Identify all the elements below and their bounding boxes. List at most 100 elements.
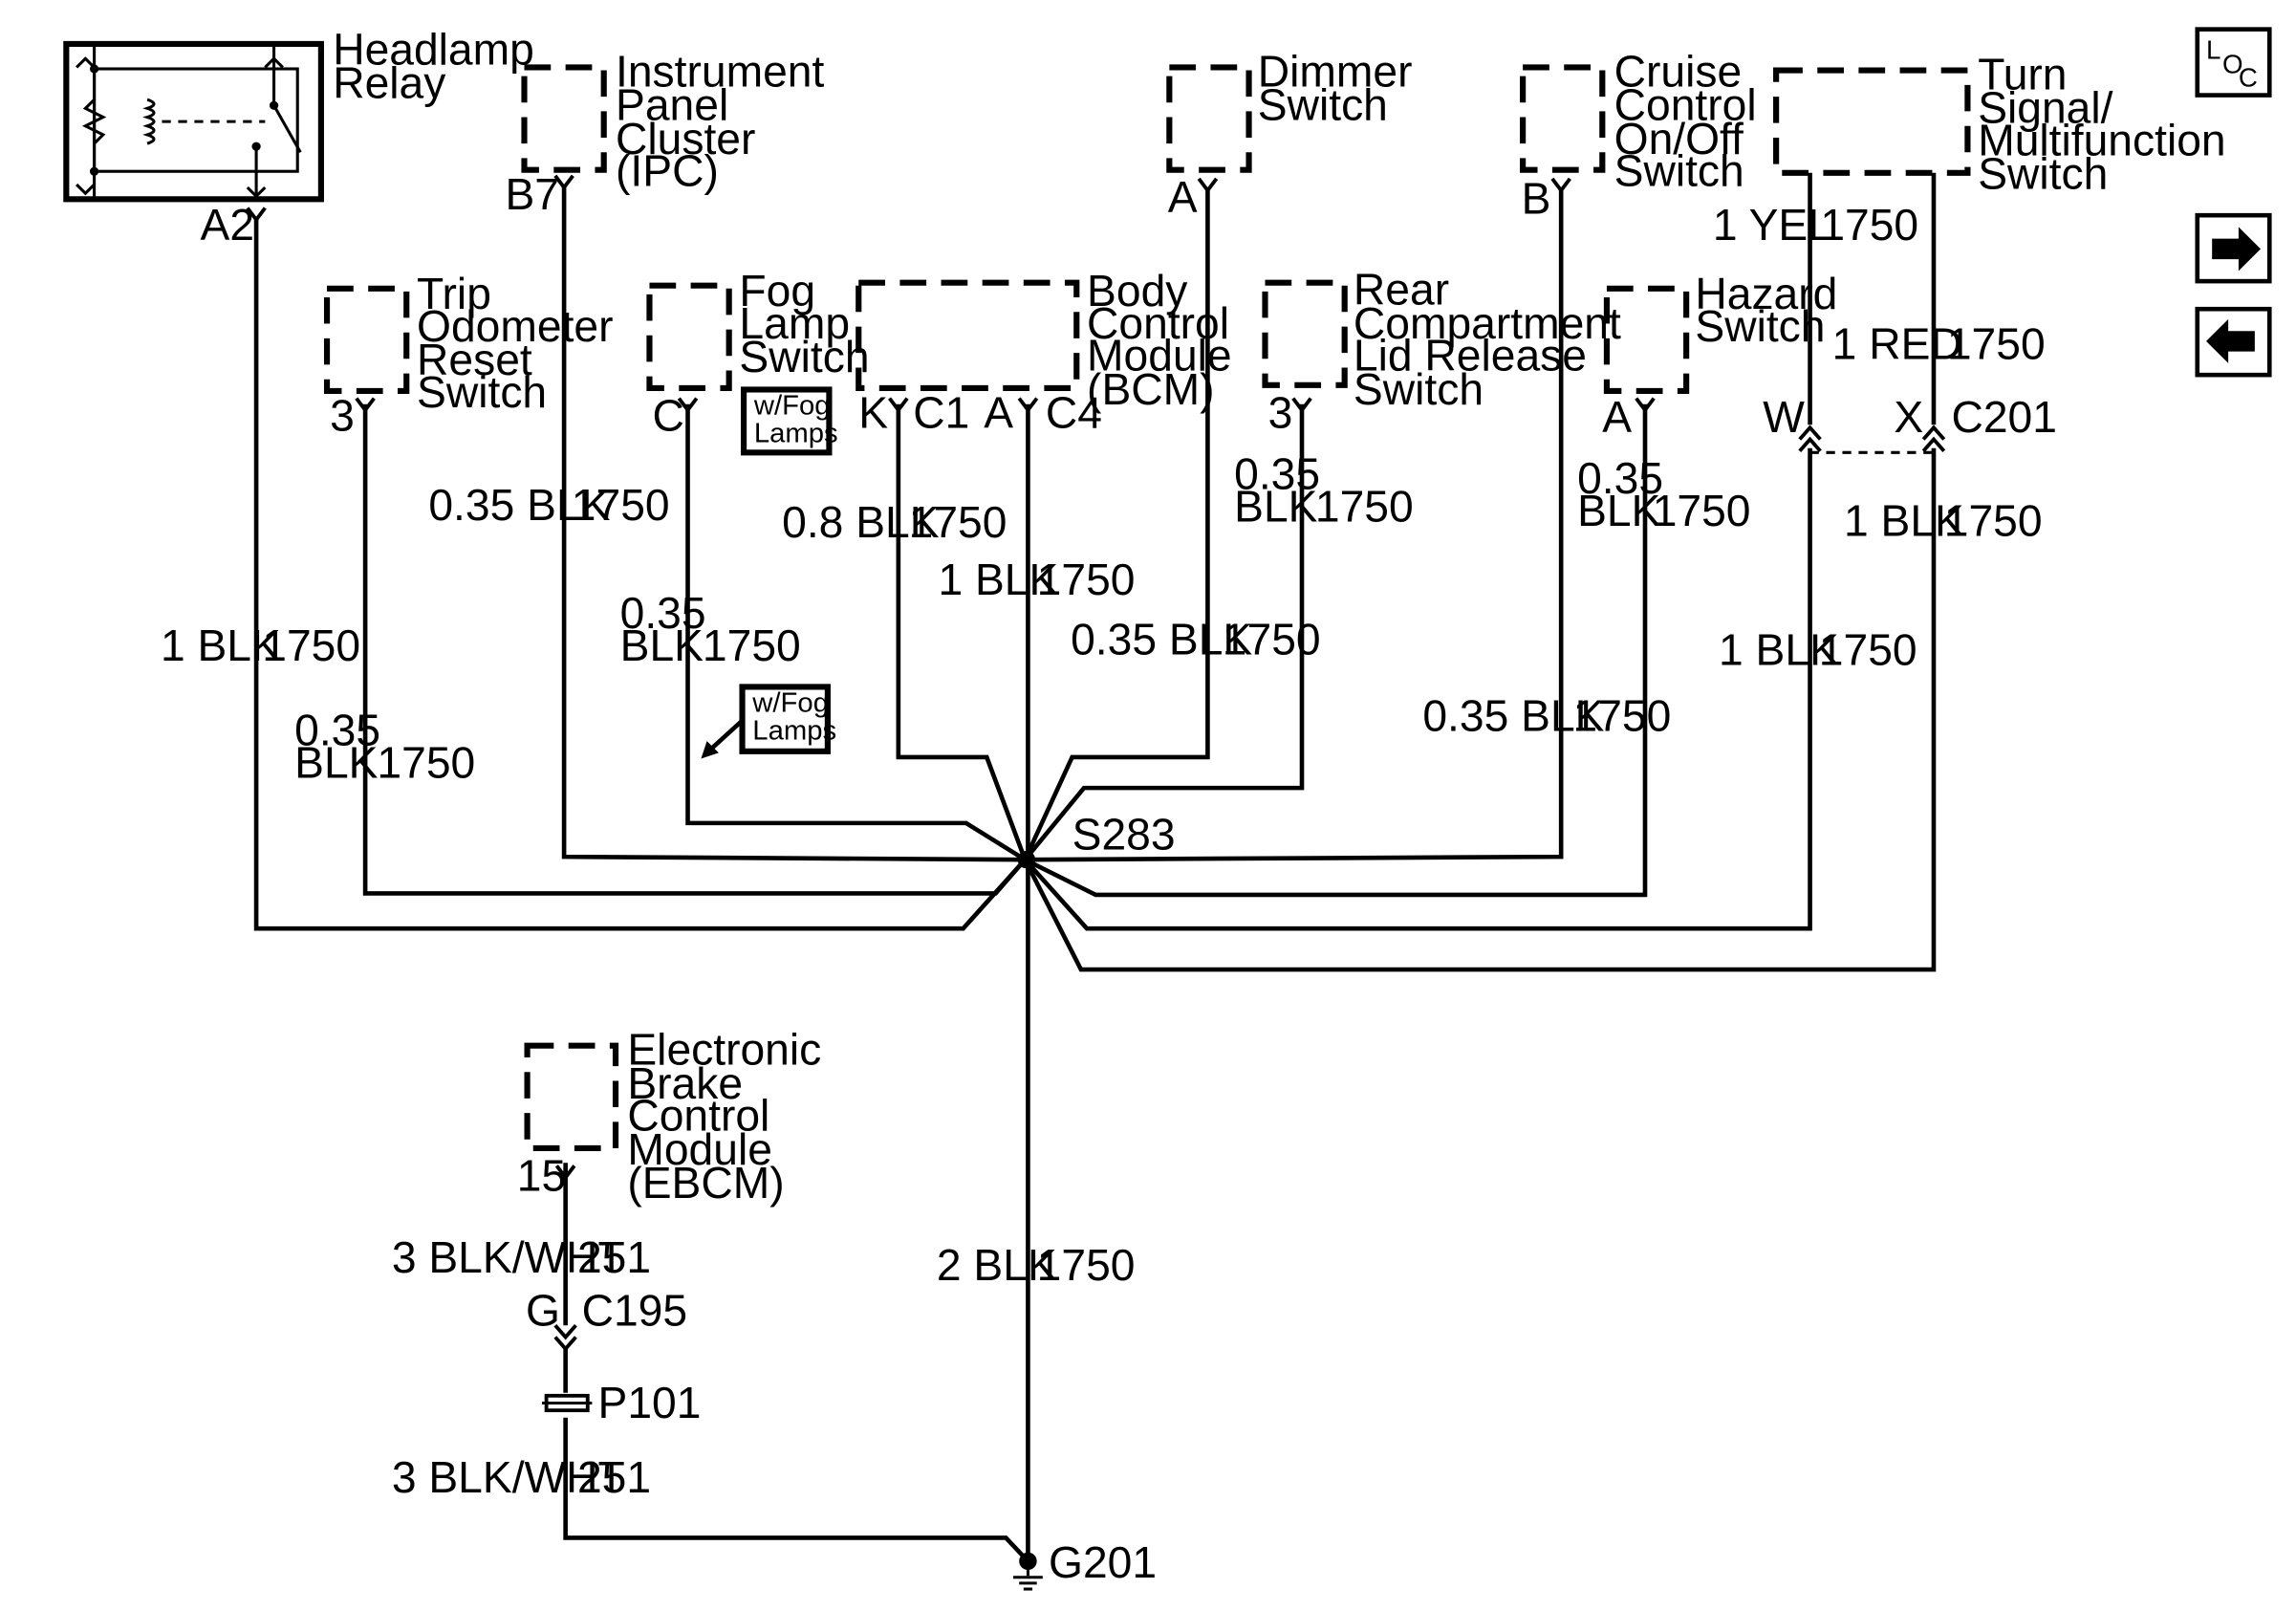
cruise-wire-circuit: 1750: [1573, 690, 1672, 740]
splice-dot: [1017, 850, 1036, 869]
rear-wire-circuit: 1750: [1315, 481, 1414, 531]
bcm-pin-a: A: [984, 387, 1013, 437]
loc-button[interactable]: L O C: [2195, 27, 2272, 98]
fog-label-2: Lamp: [739, 298, 850, 348]
dimmer-box: Dimmer Switch A: [1166, 46, 1413, 222]
dimmer-pin: A: [1168, 172, 1198, 222]
cruise-label-2: Control: [1614, 80, 1757, 130]
w-wire-circuit: 1750: [1819, 625, 1917, 675]
trip-label-3: Reset: [417, 335, 532, 384]
trip-wire-size-2: BLK: [294, 738, 379, 788]
turn-label-4: Switch: [1978, 149, 2108, 199]
trip-odometer-box: Trip Odometer Reset Switch 3: [323, 269, 614, 440]
wires: [246, 172, 1946, 1591]
fog-arrow-note-2: Lamps: [752, 716, 836, 747]
hazard-wire-size-2: BLK: [1577, 486, 1661, 535]
hazard-box: Hazard Switch A: [1602, 269, 1837, 442]
headlamp-relay-label-2: Relay: [333, 58, 445, 108]
trip-label-2: Odometer: [417, 301, 613, 351]
bcm-label-1: Body: [1087, 266, 1187, 316]
next-page-button[interactable]: [2195, 212, 2272, 284]
bcm-a-wire-circuit: 1750: [1037, 555, 1136, 604]
bcm-a-wire-size: 1 BLK: [938, 555, 1058, 604]
dimmer-label-1: Dimmer: [1258, 46, 1413, 96]
bcm-box: Body Control Module (BCM) K C1 A C4: [856, 266, 1232, 437]
fog-wire-size-1: 0.35: [620, 588, 706, 638]
bcm-pin-c4: C4: [1046, 387, 1102, 437]
trip-wire-circuit: 1750: [377, 738, 475, 788]
cruise-pin: B: [1522, 174, 1551, 224]
x-wire-circuit: 1750: [1944, 496, 2043, 546]
bcm-pin-k: K: [858, 387, 888, 437]
ipc-wire-size: 0.35 BLK: [428, 480, 610, 530]
ground-wire-circuit: 1750: [1037, 1240, 1136, 1290]
p101-label: P101: [598, 1378, 702, 1427]
ground-label: G201: [1049, 1537, 1157, 1587]
ebcm-wire-circuit-top: 251: [577, 1232, 651, 1282]
c201-label: C201: [1951, 392, 2056, 442]
trip-wire-size-1: 0.35: [294, 706, 380, 755]
bcm-label-4: (BCM): [1087, 364, 1214, 414]
x-wire-size: 1 BLK: [1844, 496, 1964, 546]
hazard-wire-circuit: 1750: [1653, 486, 1751, 535]
turn-label-3: Multifunction: [1978, 115, 2225, 164]
ipc-label-2: Panel: [616, 80, 728, 130]
rear-compartment-box: Rear Compartment Lid Release Switch 3: [1262, 265, 1621, 437]
fog-note-2: Lamps: [754, 419, 838, 449]
rear-wire-size-1: 0.35: [1234, 449, 1320, 499]
fog-wire-size-2: BLK: [620, 620, 704, 670]
turn-label-2: Signal/: [1978, 83, 2112, 133]
red-size: 1 RED: [1832, 318, 1962, 368]
yel-circuit: 1750: [1820, 200, 1918, 250]
hazard-label-1: Hazard: [1695, 269, 1837, 318]
cruise-label-1: Cruise: [1614, 46, 1743, 96]
fog-arrow-note-1: w/Fog: [751, 688, 829, 719]
ground-wire-size: 2 BLK: [937, 1240, 1057, 1290]
hazard-pin: A: [1602, 392, 1632, 442]
hazard-wire-size-1: 0.35: [1577, 453, 1663, 503]
turn-signal-box: Turn Signal/ Multifunction Switch: [1773, 50, 2226, 199]
x-pin: X: [1894, 392, 1923, 442]
ebcm-wire-size-top: 3 BLK/WHT: [392, 1232, 625, 1282]
ipc-label-4: (IPC): [616, 146, 719, 196]
turn-label-1: Turn: [1978, 50, 2067, 99]
bcm-pin-c1: C1: [913, 387, 969, 437]
yel-size: 1 YEL: [1713, 200, 1832, 250]
dimmer-wire-circuit: 1750: [1223, 615, 1321, 664]
dimmer-wire-size: 0.35 BLK: [1071, 615, 1252, 664]
headlamp-wire-circuit: 1750: [262, 620, 360, 670]
prev-page-button[interactable]: [2195, 306, 2272, 378]
arrow-left-icon: [2206, 318, 2255, 363]
splice-label: S283: [1072, 810, 1176, 860]
rear-pin: 3: [1268, 387, 1293, 437]
ipc-label-1: Instrument: [616, 46, 825, 96]
headlamp-pin: A2: [201, 200, 255, 250]
headlamp-relay: Headlamp Relay A2: [63, 25, 534, 250]
hazard-label-2: Switch: [1695, 301, 1825, 351]
rear-label-4: Switch: [1354, 364, 1484, 414]
loc-icon-o: O: [2222, 50, 2243, 79]
ground-dot: [1019, 1552, 1037, 1571]
ebcm-wire-size-bottom: 3 BLK/WHT: [392, 1452, 625, 1502]
ipc-box: Instrument Panel Cluster (IPC) B7: [505, 46, 824, 219]
rear-label-1: Rear: [1354, 265, 1449, 315]
ipc-pin: B7: [505, 169, 559, 219]
ebcm-label-2: Brake: [627, 1058, 743, 1108]
c195-label: C195: [582, 1285, 687, 1335]
ipc-wire-circuit: 1750: [572, 480, 670, 530]
ebcm-pin: 15: [517, 1150, 566, 1200]
ebcm-label-4: Module: [627, 1124, 772, 1174]
g-pin: G: [526, 1285, 560, 1335]
fog-label-3: Switch: [739, 332, 869, 381]
fog-label-1: Fog: [739, 266, 815, 316]
headlamp-wire-size: 1 BLK: [161, 620, 281, 670]
loc-icon-c: C: [2239, 62, 2258, 92]
ebcm-wire-circuit-bottom: 251: [577, 1452, 651, 1502]
fog-lamp-box: Fog Lamp Switch C w/Fog Lamps: [646, 266, 870, 456]
trip-label-1: Trip: [417, 269, 491, 318]
loc-icon-l: L: [2206, 34, 2220, 64]
ipc-label-3: Cluster: [616, 114, 755, 163]
ebcm-label-3: Control: [627, 1091, 769, 1141]
cruise-wire-size: 0.35 BLK: [1422, 690, 1604, 740]
